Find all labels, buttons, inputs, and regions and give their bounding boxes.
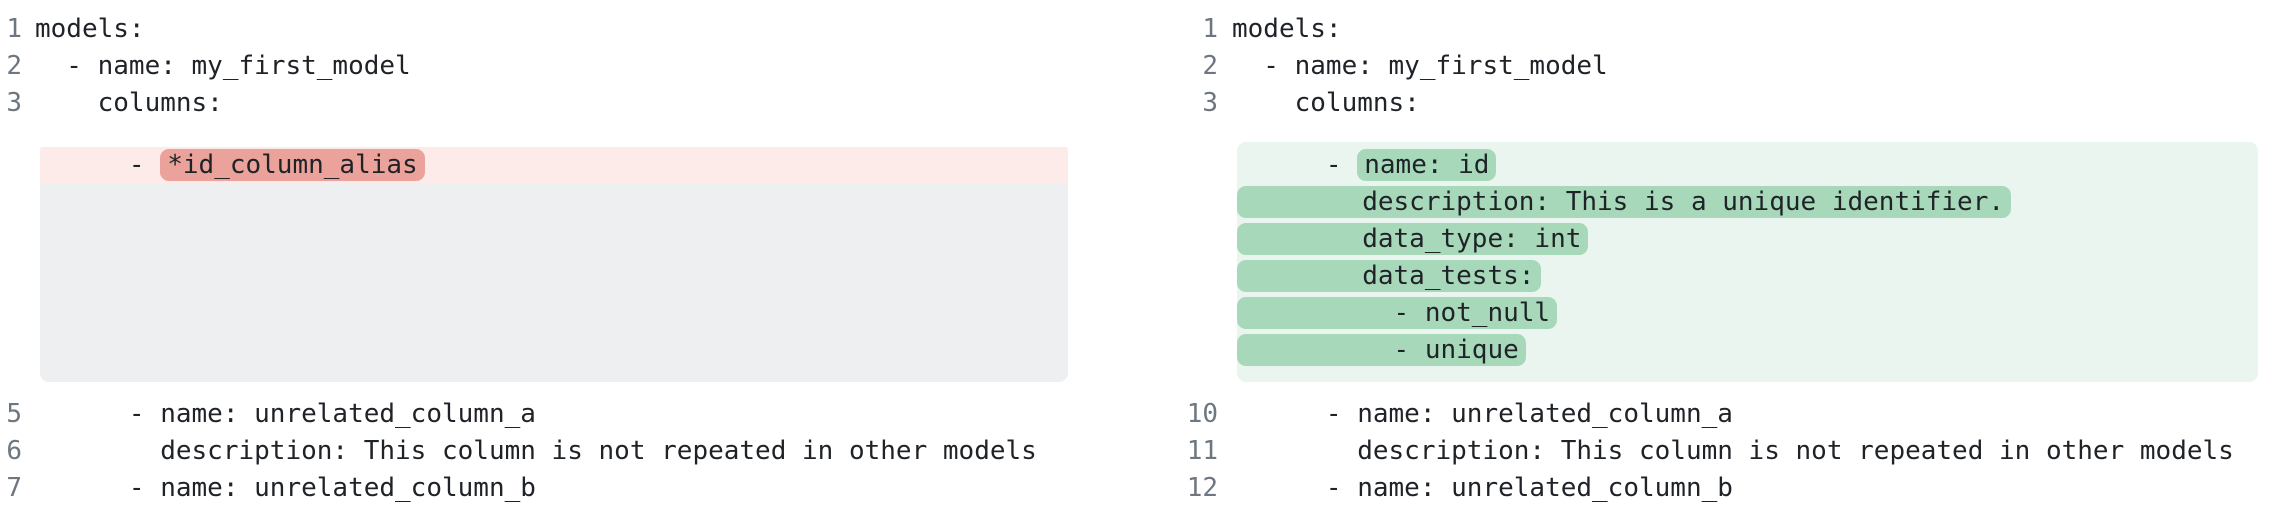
line-number: 7 (6, 473, 22, 503)
code-text: description: This column is not repeated… (35, 436, 1037, 466)
code-text: - *id_column_alias (40, 147, 1068, 184)
code-line: 1 models: (0, 11, 1139, 48)
line-number: 1 (6, 14, 22, 44)
line-number: 5 (6, 399, 22, 429)
code-line: 11 description: This column is not repea… (1139, 433, 2278, 470)
line-number: 2 (6, 51, 22, 81)
code-line: 3 columns: (1139, 85, 2278, 122)
code-text: - name: my_first_model (35, 51, 411, 81)
code-line: 2 - name: my_first_model (1139, 48, 2278, 85)
code-text: data_tests: (1237, 258, 2258, 295)
code-line-added: 6 data_type: int (1237, 221, 2258, 258)
code-line: 1 models: (1139, 11, 2278, 48)
code-text: - name: unrelated_column_a (35, 399, 536, 429)
code-line-added: 7 data_tests: (1237, 258, 2258, 295)
code-text: - name: id (1237, 147, 2258, 184)
removed-hunk-block: 4 - *id_column_alias (40, 142, 1068, 382)
line-number: 6 (6, 436, 22, 466)
code-text: description: This column is not repeated… (1232, 436, 2234, 466)
code-line: 5 - name: unrelated_column_a (0, 396, 1139, 433)
code-text: columns: (1232, 88, 1420, 118)
line-number: 1 (1202, 14, 1218, 44)
code-text: description: This is a unique identifier… (1237, 184, 2258, 221)
code-line-added: 9 - unique (1237, 332, 2258, 369)
code-line-added: 8 - not_null (1237, 295, 2258, 332)
added-word-highlight: - unique (1237, 334, 1526, 366)
line-number: 11 (1186, 436, 1218, 466)
line-number: 12 (1186, 473, 1218, 503)
code-line: 7 - name: unrelated_column_b (0, 470, 1139, 507)
code-text: - name: unrelated_column_b (1232, 473, 1733, 503)
empty-diff-placeholder (40, 184, 1068, 382)
code-line: 3 columns: (0, 85, 1139, 122)
line-number: 3 (6, 88, 22, 118)
code-line-removed: 4 - *id_column_alias (40, 147, 1068, 184)
code-text: - name: my_first_model (1232, 51, 1608, 81)
line-number: 10 (1186, 399, 1218, 429)
code-text: - unique (1237, 332, 2258, 369)
code-line: 12 - name: unrelated_column_b (1139, 470, 2278, 507)
code-line-added: 4 - name: id (1237, 147, 2258, 184)
code-line: 6 description: This column is not repeat… (0, 433, 1139, 470)
code-text: - name: unrelated_column_b (35, 473, 536, 503)
removed-word-highlight: *id_column_alias (160, 149, 425, 181)
added-word-highlight: description: This is a unique identifier… (1237, 186, 2012, 218)
code-line: 10 - name: unrelated_column_a (1139, 396, 2278, 433)
line-number: 2 (1202, 51, 1218, 81)
code-text: models: (35, 14, 145, 44)
added-hunk-block: 4 - name: id5 description: This is a uni… (1237, 142, 2258, 382)
added-word-highlight: data_tests: (1237, 260, 1542, 292)
added-word-highlight: name: id (1357, 149, 1497, 181)
code-text: models: (1232, 14, 1342, 44)
added-word-highlight: data_type: int (1237, 223, 1589, 255)
code-text: - name: unrelated_column_a (1232, 399, 1733, 429)
code-text: - not_null (1237, 295, 2258, 332)
code-line: 2 - name: my_first_model (0, 48, 1139, 85)
code-line-added: 5 description: This is a unique identifi… (1237, 184, 2258, 221)
line-number: 3 (1202, 88, 1218, 118)
code-text: columns: (35, 88, 223, 118)
added-word-highlight: - not_null (1237, 297, 1558, 329)
code-text: data_type: int (1237, 221, 2258, 258)
